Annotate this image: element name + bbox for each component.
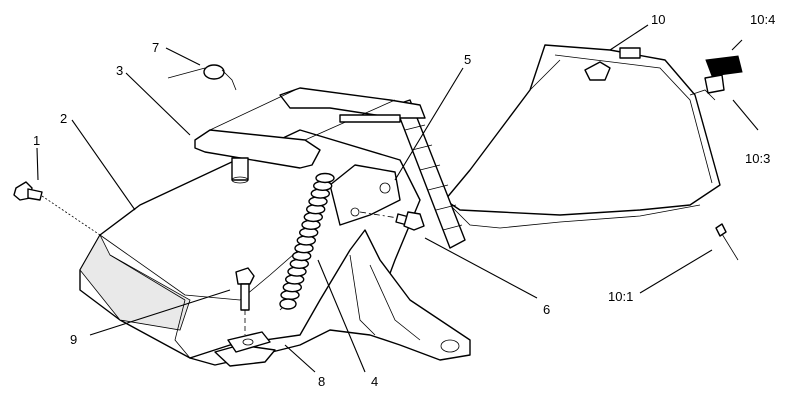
pad-part-10-4 [705, 55, 743, 77]
callout-9: 9 [70, 332, 77, 347]
spring-part-4 [279, 172, 335, 311]
bolt-part-9 [227, 267, 271, 353]
callout-5: 5 [464, 52, 471, 67]
callout-labels: 1 2 3 4 5 6 7 8 9 10 10:1 10:3 10:4 [33, 12, 775, 389]
callout-3: 3 [116, 63, 123, 78]
callout-10-4: 10:4 [750, 12, 775, 27]
callout-4: 4 [371, 374, 378, 389]
bolt-part-6 [359, 211, 425, 231]
latch-part-10-3 [704, 74, 725, 94]
rivet-part-10-1 [715, 223, 739, 261]
guide-rail-part-5 [394, 99, 466, 249]
callout-1: 1 [33, 133, 40, 148]
handle-part-3 [194, 87, 426, 184]
callout-7: 7 [152, 40, 159, 55]
callout-10-3: 10:3 [745, 151, 770, 166]
callout-2: 2 [60, 111, 67, 126]
callout-10-1: 10:1 [608, 289, 633, 304]
bracket-plate [329, 164, 401, 226]
clip-part-7 [167, 64, 237, 91]
callout-8: 8 [318, 374, 325, 389]
bolt-part-1 [13, 181, 101, 236]
leader-lines [36, 24, 759, 373]
callout-6: 6 [543, 302, 550, 317]
base-frame [189, 229, 471, 367]
callout-10: 10 [651, 12, 665, 27]
chute-part-10 [444, 44, 721, 229]
spring-coil [315, 172, 335, 184]
